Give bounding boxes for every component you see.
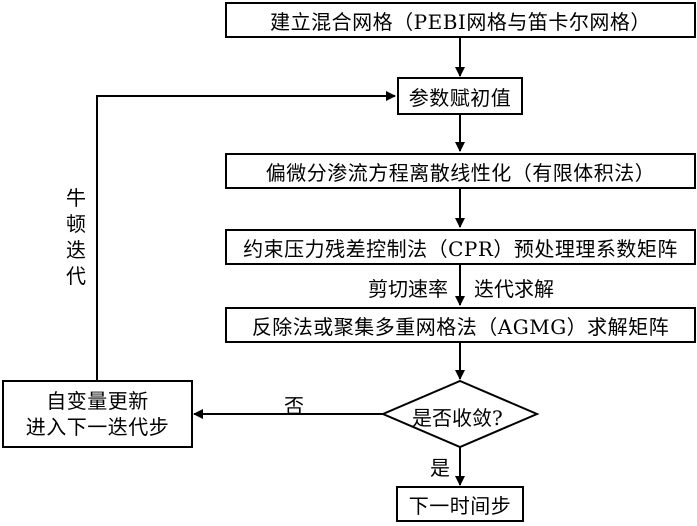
node-next-timestep: 下一时间步 xyxy=(396,486,524,522)
node-cpr-precondition-label: 约束压力残差控制法（CPR）预处理理系数矩阵 xyxy=(243,236,678,261)
edge-label-yes: 是 xyxy=(430,456,450,480)
edge-label-newton: 牛顿迭代 xyxy=(66,186,86,288)
node-build-mesh-label: 建立混合网格（PEBI网格与笛卡尔网格） xyxy=(270,9,651,34)
node-converge-label: 是否收敛? xyxy=(412,406,503,430)
node-update-variables: 自变量更新 进入下一迭代步 xyxy=(2,380,193,448)
edge-label-no: 否 xyxy=(284,394,304,418)
node-cpr-precondition: 约束压力残差控制法（CPR）预处理理系数矩阵 xyxy=(225,229,696,265)
edge-label-shear-rate: 剪切速率 xyxy=(368,277,448,301)
node-init-params: 参数赋初值 xyxy=(397,77,523,115)
node-build-mesh: 建立混合网格（PEBI网格与笛卡尔网格） xyxy=(225,2,696,38)
node-discretize-label: 偏微分渗流方程离散线性化（有限体积法） xyxy=(265,160,656,185)
edge-label-iterate: 迭代求解 xyxy=(474,277,554,301)
arrow-newton-loop xyxy=(96,91,396,380)
node-discretize: 偏微分渗流方程离散线性化（有限体积法） xyxy=(225,153,696,189)
node-solve-matrix: 反除法或聚集多重网格法（AGMG）求解矩阵 xyxy=(225,307,696,343)
node-init-params-label: 参数赋初值 xyxy=(408,85,512,110)
node-next-timestep-label: 下一时间步 xyxy=(408,493,512,518)
node-update-line1: 自变量更新 xyxy=(46,389,149,413)
node-update-line2: 进入下一迭代步 xyxy=(25,415,170,439)
node-solve-matrix-label: 反除法或聚集多重网格法（AGMG）求解矩阵 xyxy=(251,314,670,339)
